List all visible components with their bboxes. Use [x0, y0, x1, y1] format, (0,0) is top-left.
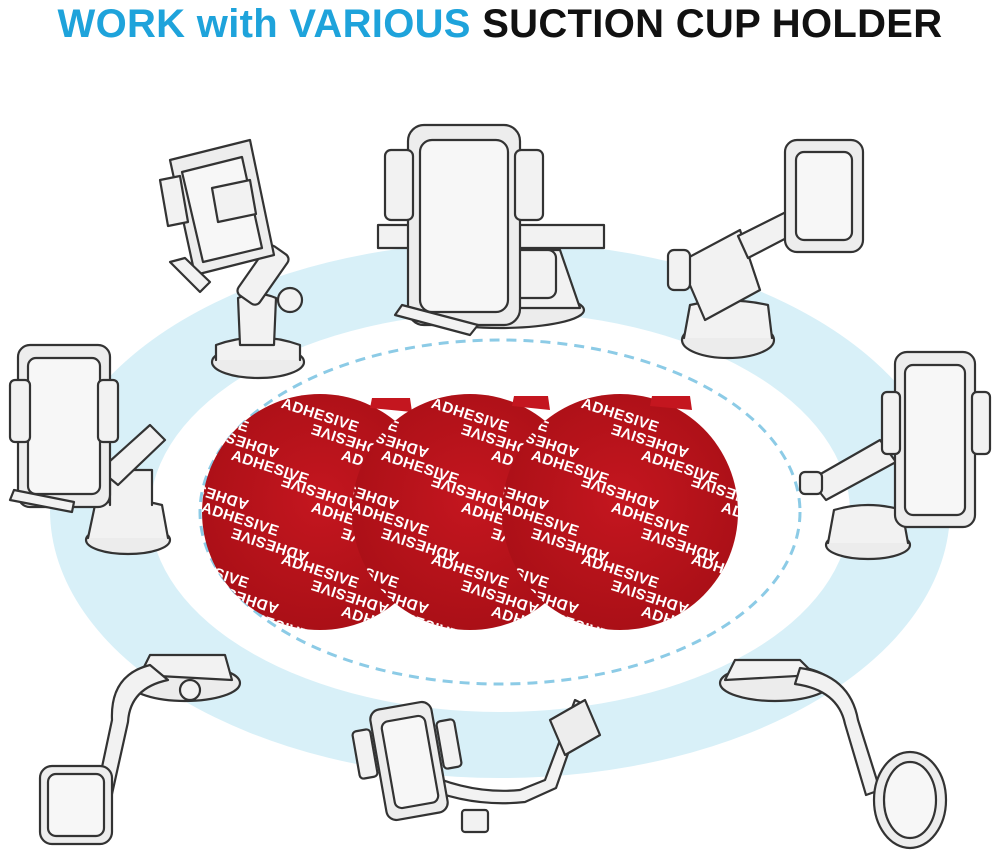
headline: WORK with VARIOUS SUCTION CUP HOLDER [0, 2, 1000, 47]
phone-holder-top-left-icon [158, 138, 306, 380]
phone-holder-bottom-center-icon [351, 698, 602, 834]
headline-part-2: VARIOUS [289, 2, 471, 46]
phone-holder-mid-left-icon [8, 343, 172, 556]
phone-holder-bottom-left-icon [38, 653, 242, 846]
phone-holder-mid-right-icon [798, 350, 992, 561]
headline-part-3: SUCTION CUP HOLDER [482, 2, 943, 46]
dashed-ring [198, 338, 802, 686]
phone-holder-top-right-icon [666, 138, 865, 360]
headline-part-1: WORK with [57, 2, 278, 46]
phone-holder-bottom-right-icon [718, 658, 948, 850]
phone-holder-top-center-icon [376, 123, 606, 337]
